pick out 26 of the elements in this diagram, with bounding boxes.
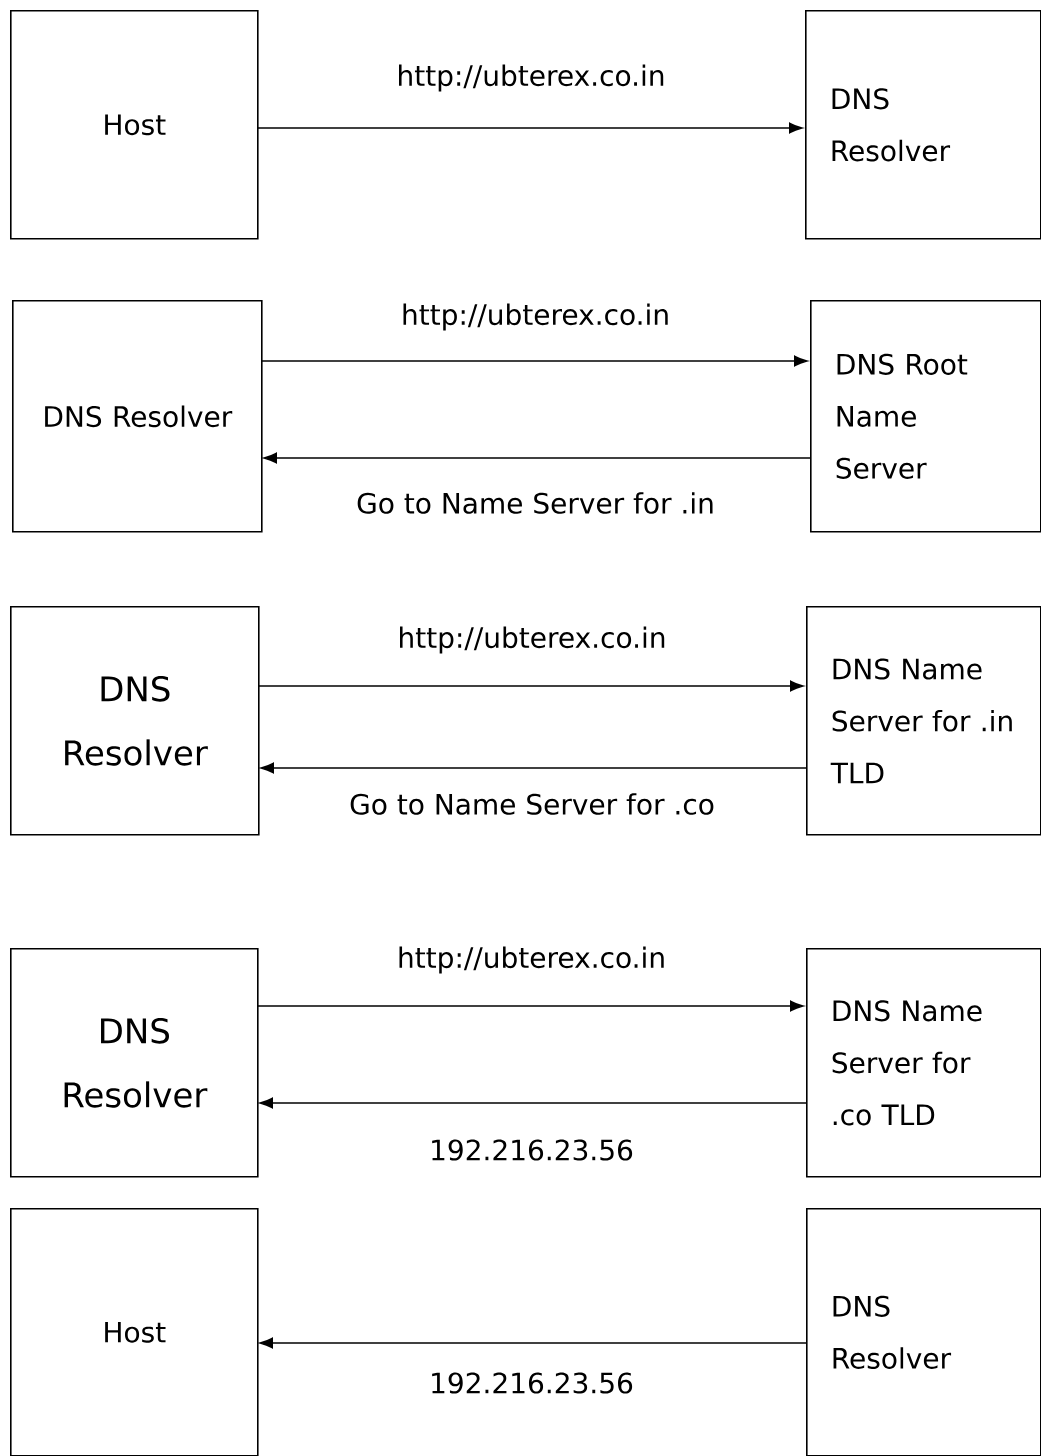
edge-label: http://ubterex.co.in <box>392 942 671 978</box>
edge-label: Go to Name Server for .co <box>345 789 719 819</box>
arrow <box>263 452 811 464</box>
process-box: Host <box>10 1208 259 1456</box>
arrow <box>257 680 804 692</box>
arrow <box>260 762 807 774</box>
process-box: Host <box>10 10 259 240</box>
arrow <box>259 1337 807 1349</box>
process-box: DNS Resolver <box>12 300 263 533</box>
edge-label: Go to Name Server for .in <box>352 488 719 518</box>
process-box: DNS Resolver <box>805 10 1041 240</box>
process-box: DNS Root Name Server <box>810 300 1041 533</box>
process-box: DNS Resolver <box>10 948 259 1178</box>
edge-label: 192.216.23.56 <box>425 1368 638 1398</box>
edge-label: http://ubterex.co.in <box>393 622 671 658</box>
edge-label: http://ubterex.co.in <box>396 299 675 335</box>
arrow <box>259 1097 807 1109</box>
edge-label: http://ubterex.co.in <box>392 60 670 96</box>
process-box: DNS Resolver <box>10 606 260 836</box>
arrow <box>256 122 803 134</box>
edge-label: 192.216.23.56 <box>425 1135 638 1165</box>
process-box: DNS Name Server for .co TLD <box>806 948 1041 1178</box>
arrow <box>256 1000 804 1012</box>
process-box: DNS Resolver <box>806 1208 1041 1456</box>
arrow <box>260 355 808 367</box>
process-box: DNS Name Server for .in TLD <box>806 606 1041 836</box>
